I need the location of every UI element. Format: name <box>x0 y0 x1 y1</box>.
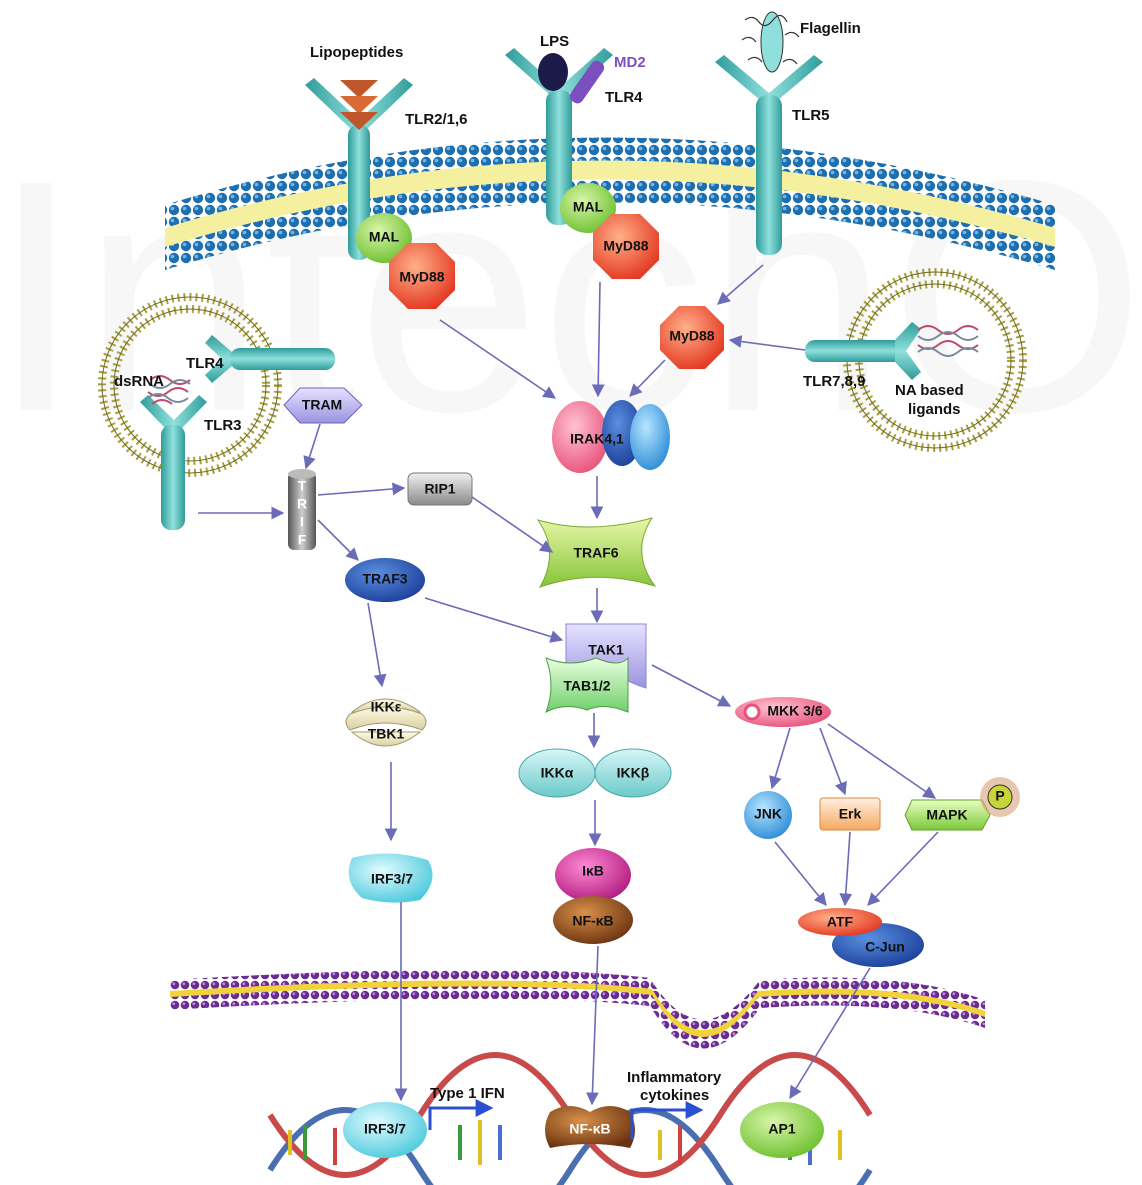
phospho-label: P <box>995 788 1004 804</box>
flagellin-label: Flagellin <box>800 20 861 37</box>
cjun-label: C-Jun <box>865 939 905 955</box>
trif-letter-r: R <box>297 496 307 512</box>
ikb-label: IκB <box>582 863 604 879</box>
trif-letter-i: I <box>300 514 304 530</box>
nfkb-label: NF-κB <box>572 913 613 929</box>
mapk-label: MAPK <box>926 807 967 823</box>
mkk36-label: MKK 3/6 <box>767 703 822 719</box>
trif-letter-t: T <box>298 478 307 494</box>
ikke-label: IKKε <box>371 699 402 715</box>
tlr2-label: TLR2/1,6 <box>405 111 468 128</box>
irak-label: IRAK4,1 <box>570 431 624 447</box>
na-based-label-line2: ligands <box>908 401 961 418</box>
flagellin-icon <box>742 12 799 72</box>
dsrna-label: dsRNA <box>114 373 164 390</box>
ikka-label: IKKα <box>541 765 574 781</box>
tab12-label: TAB1/2 <box>563 678 610 694</box>
lps-molecule <box>538 53 568 91</box>
traf3-label: TRAF3 <box>362 571 407 587</box>
mkk36-dot <box>745 705 759 719</box>
tlr3-label: TLR3 <box>204 417 242 434</box>
ikkb-label: IKKβ <box>617 765 650 781</box>
inflammatory-label-line2: cytokines <box>640 1087 709 1104</box>
erk-label: Erk <box>839 806 862 822</box>
nuclear-irf37-label: IRF3/7 <box>364 1121 406 1137</box>
mal-label: MAL <box>369 229 400 245</box>
nuclear-ap1-label: AP1 <box>768 1121 795 1137</box>
tlr789-label: TLR7,8,9 <box>803 373 866 390</box>
trif-letter-f: F <box>298 532 307 548</box>
mal-label: MAL <box>573 199 604 215</box>
type1-ifn-label: Type 1 IFN <box>430 1085 505 1102</box>
tbk1-label: TBK1 <box>368 726 405 742</box>
myd88-label: MyD88 <box>399 269 444 285</box>
myd88-label: MyD88 <box>603 238 648 254</box>
tlr4-surface-label: TLR4 <box>605 89 643 106</box>
inflammatory-label-line1: Inflammatory <box>627 1069 722 1086</box>
md2-label: MD2 <box>614 54 646 71</box>
atf-label: ATF <box>827 914 854 930</box>
na-based-label-line1: NA based <box>895 382 964 399</box>
lps-label: LPS <box>540 33 569 50</box>
tlr5-label: TLR5 <box>792 107 830 124</box>
nuclear-nfkb-label: NF-κB <box>569 1121 610 1137</box>
nuclear-membrane <box>170 969 985 1048</box>
jnk-label: JNK <box>754 806 782 822</box>
tlr4-endosomal-label: TLR4 <box>186 355 224 372</box>
traf6-label: TRAF6 <box>573 545 618 561</box>
lipopeptides-label: Lipopeptides <box>310 44 403 61</box>
tak1-label: TAK1 <box>588 642 624 658</box>
myd88-label: MyD88 <box>669 328 714 344</box>
irf37-label: IRF3/7 <box>371 871 413 887</box>
rip1-label: RIP1 <box>424 481 455 497</box>
tram-label: TRAM <box>302 397 342 413</box>
